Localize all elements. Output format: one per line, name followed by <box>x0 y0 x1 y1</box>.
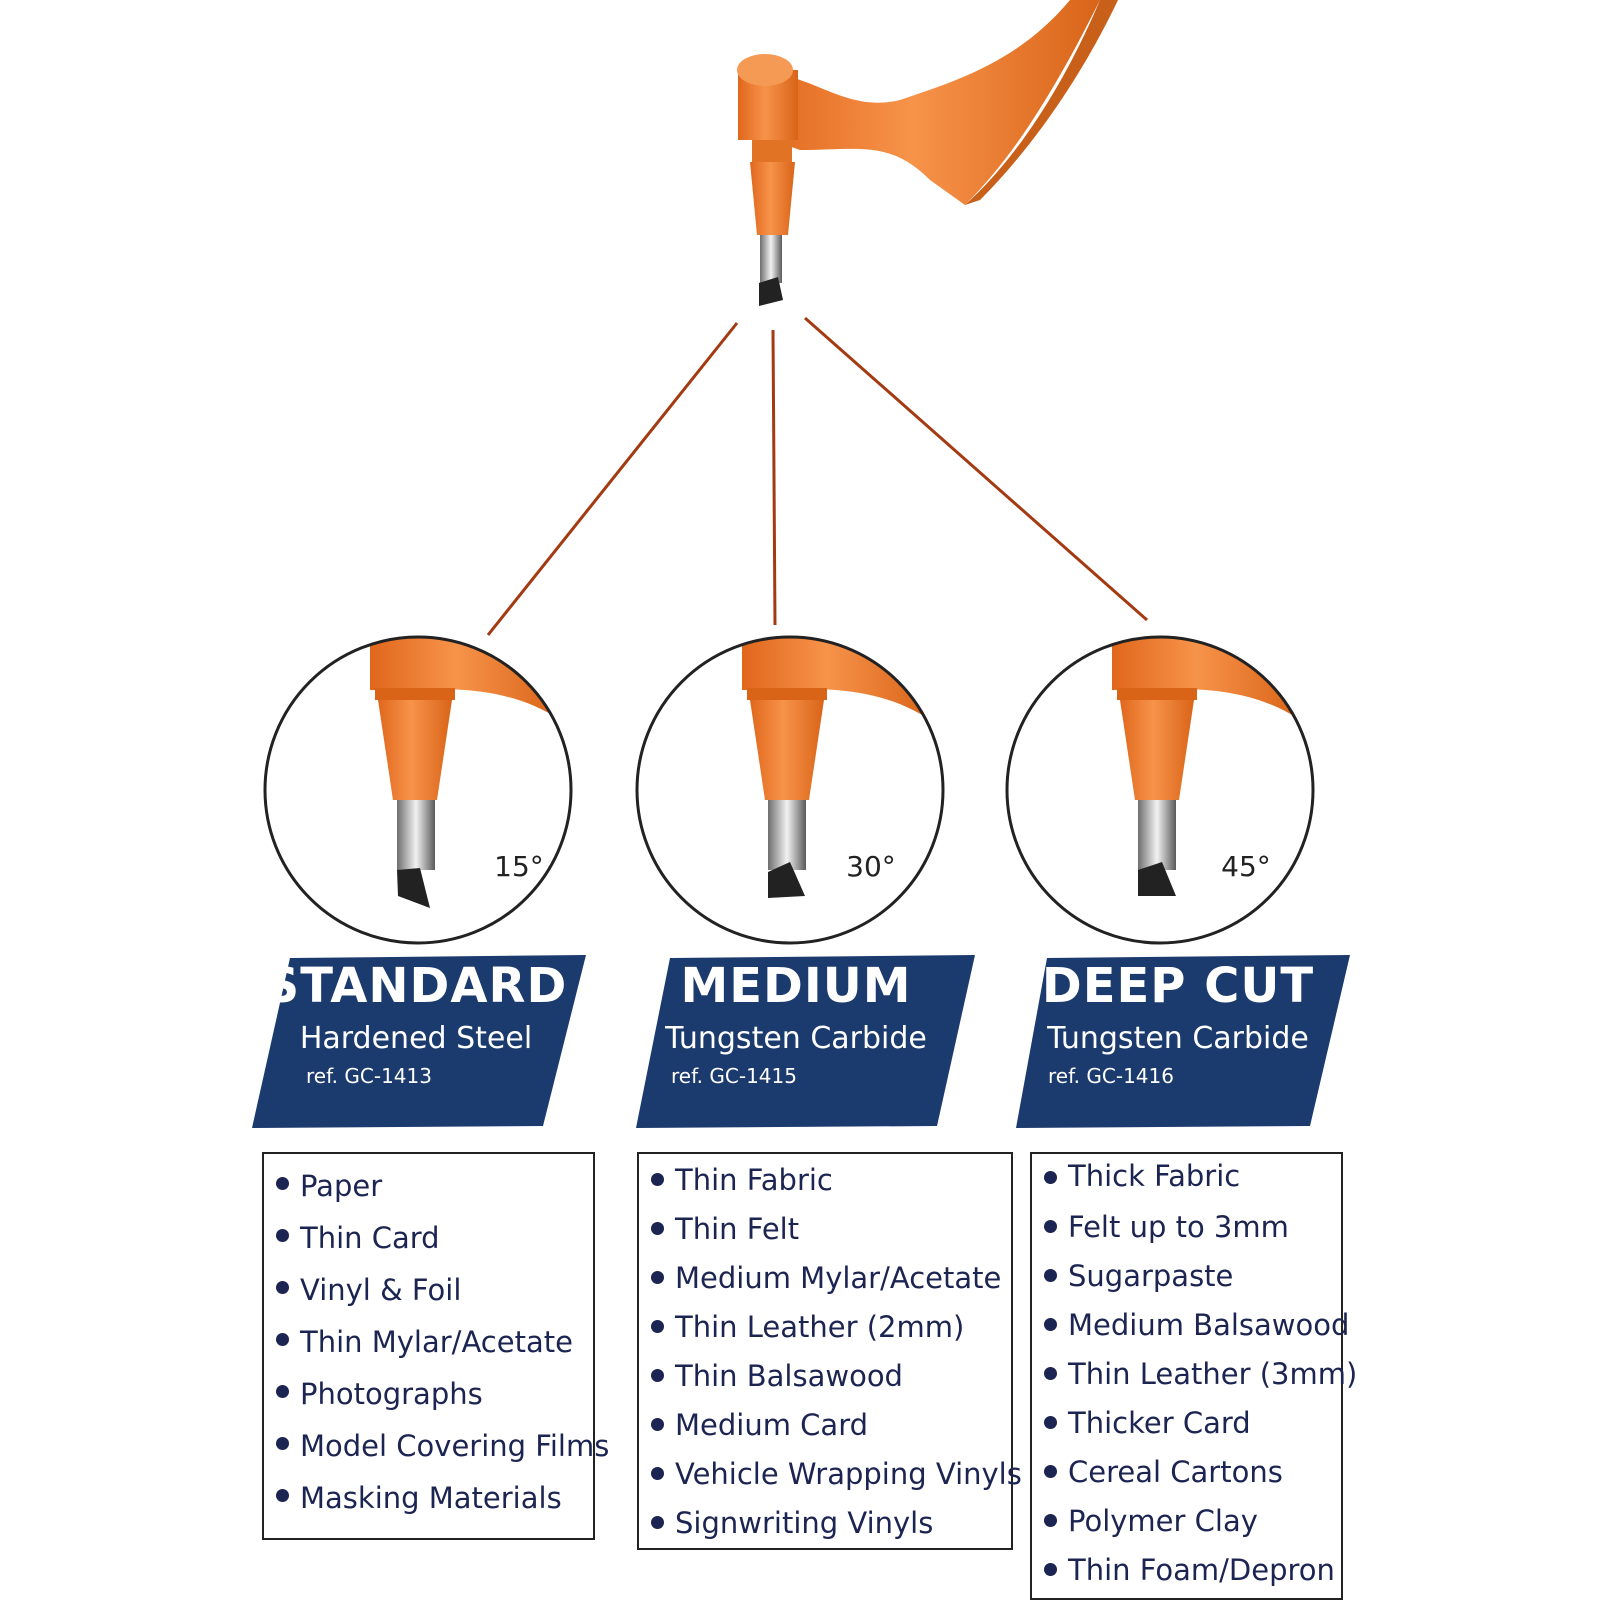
zoom-circle-30 <box>635 635 945 945</box>
materials-list-deep-cut: Thick Fabric Felt up to 3mm Sugarpaste M… <box>1030 1152 1357 1600</box>
list-item: Cereal Cartons <box>1032 1448 1341 1497</box>
blade-material: Tungsten Carbide <box>1047 1021 1309 1056</box>
list-item: Thin Foam/Depron <box>1032 1546 1341 1595</box>
banner-medium <box>636 955 975 1128</box>
zoom-circle-45 <box>1005 635 1315 945</box>
blade-ref: ref. GC-1413 <box>306 1064 432 1088</box>
leader-lines <box>486 316 1148 636</box>
list-item: Vehicle Wrapping Vinyls <box>639 1450 1022 1499</box>
angle-label: 45° <box>1221 850 1271 883</box>
list-item: Felt up to 3mm <box>1032 1203 1341 1252</box>
angle-label: 15° <box>494 850 544 883</box>
blade-title: DEEP CUT <box>1041 958 1315 1014</box>
blade-material: Tungsten Carbide <box>665 1021 927 1056</box>
list-item: Photographs <box>264 1368 593 1420</box>
list-item: Sugarpaste <box>1032 1252 1341 1301</box>
list-item: Thin Fabric <box>639 1156 1011 1205</box>
banner-text: MEDIUM Tungsten Carbide ref. GC-1415 <box>626 955 966 1091</box>
list-item: Thin Leather (2mm) <box>639 1303 1011 1352</box>
blade-column-standard: 15° STANDARD Hardened Steel ref. GC-1413 <box>246 0 586 1600</box>
list-item: Thin Felt <box>639 1205 1011 1254</box>
list-item: Thicker Card <box>1032 1399 1341 1448</box>
banner-deep-cut <box>1016 955 1350 1128</box>
banner-standard <box>252 955 586 1128</box>
blade-title: MEDIUM <box>680 958 912 1014</box>
list-item: Model Covering Films <box>264 1420 609 1472</box>
list-item: Medium Mylar/Acetate <box>639 1254 1011 1303</box>
list-item: Masking Materials <box>264 1472 593 1524</box>
list-item: Medium Balsawood <box>1032 1301 1349 1350</box>
zoom-circle-15 <box>263 635 573 945</box>
list-item: Thin Leather (3mm) <box>1032 1350 1357 1399</box>
blade-ref: ref. GC-1415 <box>671 1064 797 1088</box>
list-item: Thin Balsawood <box>639 1352 1011 1401</box>
list-item: Medium Card <box>639 1401 1011 1450</box>
list-item: Thin Mylar/Acetate <box>264 1316 593 1368</box>
list-item: Vinyl & Foil <box>264 1264 593 1316</box>
list-item: Polymer Clay <box>1032 1497 1341 1546</box>
blade-column-medium: 30° MEDIUM Tungsten Carbide ref. GC-1415 <box>626 0 966 1600</box>
list-item: Thick Fabric <box>1032 1154 1341 1203</box>
blade-title: STANDARD <box>264 958 568 1014</box>
list-item: Paper <box>264 1160 593 1212</box>
materials-list-medium: Thin Fabric Thin Felt Medium Mylar/Aceta… <box>637 1152 1022 1550</box>
blade-holder-icon <box>737 0 1118 306</box>
blade-ref: ref. GC-1416 <box>1048 1064 1174 1088</box>
blade-material: Hardened Steel <box>299 1021 533 1056</box>
list-item: Thin Card <box>264 1212 593 1264</box>
angle-label: 30° <box>846 850 896 883</box>
banner-text: DEEP CUT Tungsten Carbide ref. GC-1416 <box>1008 955 1348 1091</box>
banner-text: STANDARD Hardened Steel ref. GC-1413 <box>246 955 586 1091</box>
materials-list-standard: Paper Thin Card Vinyl & Foil Thin Mylar/… <box>262 1152 609 1540</box>
blade-column-deep-cut: 45° DEEP CUT Tungsten Carbide ref. GC-14… <box>1008 0 1348 1600</box>
list-item: Signwriting Vinyls <box>639 1499 1011 1548</box>
